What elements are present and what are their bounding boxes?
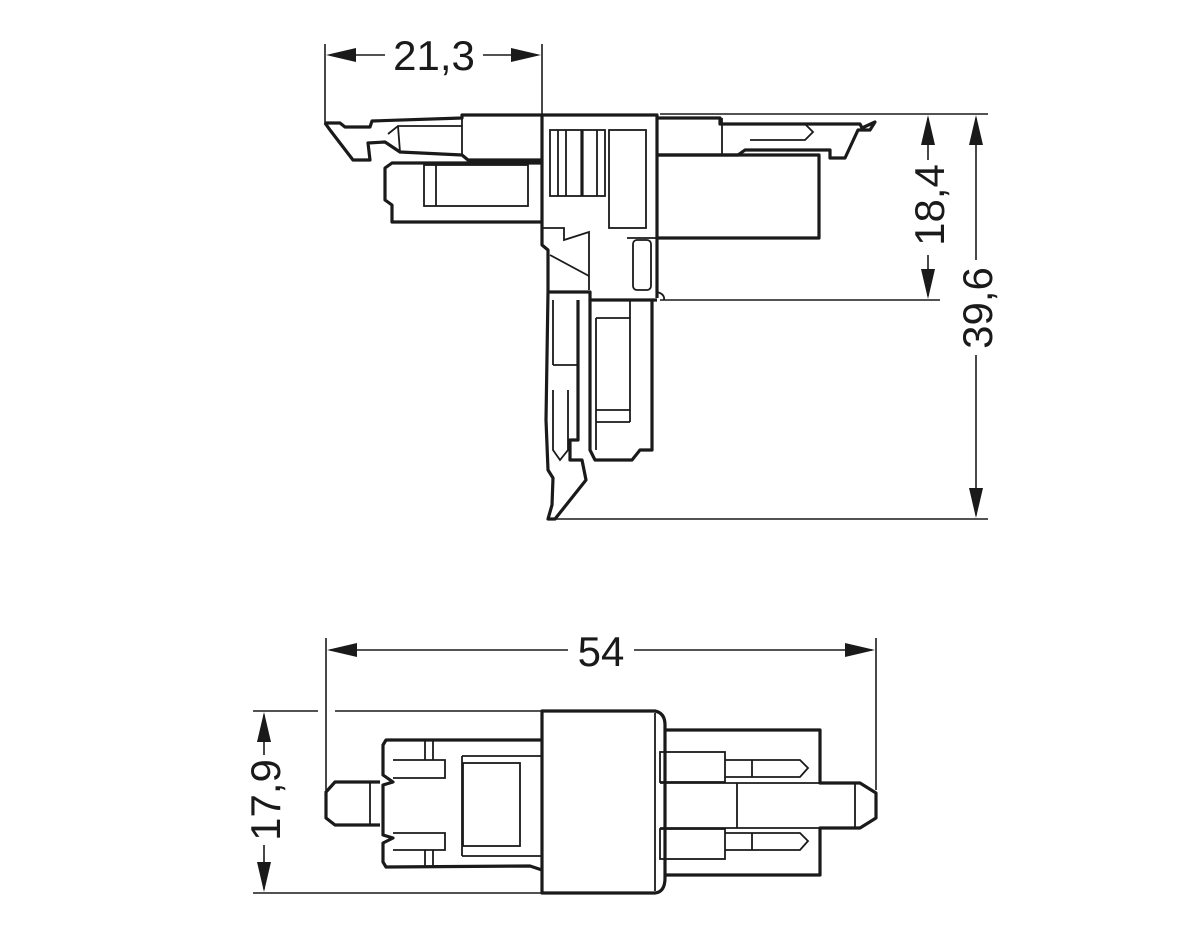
dimension-label-18-4: 18,4 <box>906 164 953 246</box>
dimension-label-54: 54 <box>578 628 625 675</box>
dimension-label-17-9: 17,9 <box>242 759 289 841</box>
dimension-label-39-6: 39,6 <box>954 267 1001 349</box>
dimension-width-left: 21,3 <box>324 32 543 125</box>
dimension-label-21-3: 21,3 <box>393 32 475 79</box>
side-view: 21,3 18,4 39,6 <box>323 32 1001 521</box>
top-view: 54 17,9 <box>242 628 878 895</box>
dimension-length: 54 <box>325 628 877 790</box>
dimension-heights: 18,4 39,6 <box>555 113 1001 520</box>
dimension-height: 17,9 <box>242 710 548 894</box>
